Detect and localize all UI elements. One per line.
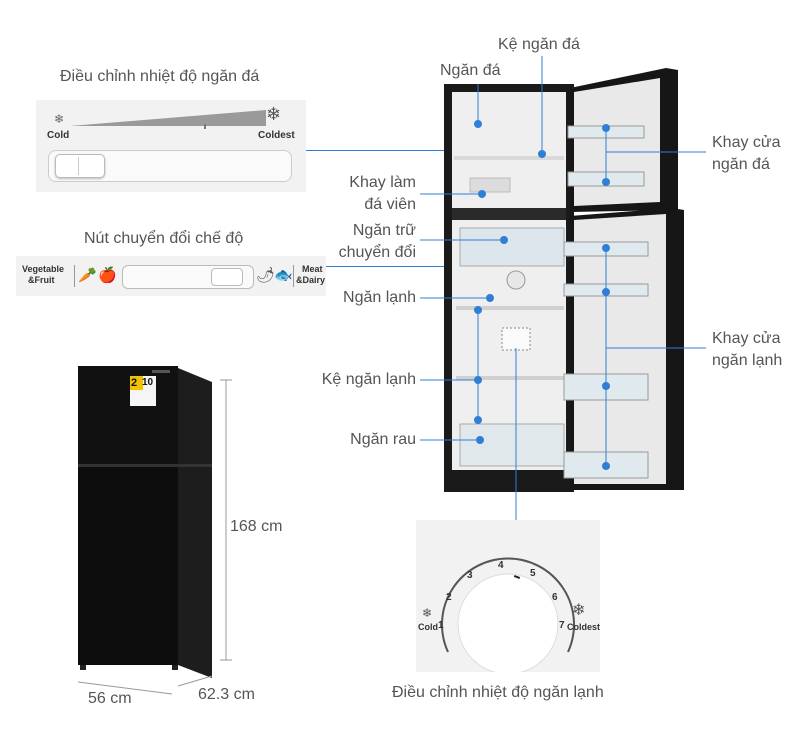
mode-switch-leader [326, 266, 480, 267]
dial-coldest-label: Coldest [567, 622, 601, 632]
energy-label-stars: 2 [131, 377, 138, 389]
freezer-control-title: Điều chỉnh nhiệt độ ngăn đá [60, 68, 260, 85]
carrot-icon: 🥕 [78, 267, 97, 284]
pepper-icon: 🌶 [256, 267, 276, 284]
meat-dairy-label: Meat &Dairy [296, 264, 326, 285]
dial-cold-label: Cold [418, 622, 438, 632]
width-dimension: 56 cm [88, 690, 132, 707]
mode-slider-track[interactable] [122, 265, 254, 289]
callout-ke-ngan-lanh: Kệ ngăn lạnh [321, 371, 416, 388]
freezer-slider-knob[interactable] [55, 154, 105, 178]
freezer-control-panel: ❄ Cold ❄ Coldest [36, 100, 306, 192]
snowflake-large-icon: ❄ [266, 104, 282, 124]
dial-num-7: 7 [559, 620, 565, 631]
vegetable-fruit-label: Vegetable &Fruit [22, 264, 65, 285]
mode-switch-title: Nút chuyển đổi chế độ [84, 230, 244, 247]
dial-snowflake-small-icon: ❄ [422, 606, 433, 620]
callout-ngan-lanh: Ngăn lạnh [343, 289, 416, 306]
apple-icon: 🍎 [98, 267, 117, 284]
freezer-coldest-label: Coldest [258, 130, 295, 141]
dial-num-3: 3 [467, 570, 473, 581]
height-dimension: 168 cm [230, 518, 283, 535]
energy-label-rating: 10 [142, 377, 154, 388]
callout-ke-ngan-da: Kệ ngăn đá [498, 36, 580, 53]
snowflake-small-icon: ❄ [54, 112, 65, 126]
dial-snowflake-large-icon: ❄ [572, 602, 586, 619]
mode-switch-panel: Vegetable &Fruit 🥕 🍎 🌶 🐟 Meat &Dairy [16, 256, 326, 296]
callout-ngan-da: Ngăn đá [440, 62, 501, 79]
dial-num-2: 2 [446, 592, 452, 603]
freezer-wedge-scale [70, 110, 266, 129]
dial-num-6: 6 [552, 592, 558, 603]
fridge-control-title: Điều chỉnh nhiệt độ ngăn lạnh [392, 684, 604, 701]
fish-icon: 🐟 [274, 267, 293, 284]
depth-dimension: 62.3 cm [198, 686, 255, 703]
open-fridge-illustration [444, 68, 684, 492]
mode-slider-knob[interactable] [211, 268, 243, 286]
freezer-control-leader [306, 150, 480, 151]
fridge-dial-panel: 1 2 3 4 5 6 7 ❄ Cold ❄ Coldest [416, 520, 600, 672]
freezer-cold-label: Cold [47, 130, 70, 141]
fridge-dial[interactable] [416, 520, 600, 672]
dial-num-1: 1 [438, 620, 444, 631]
callout-ngan-rau: Ngăn rau [350, 431, 416, 448]
dial-num-5: 5 [530, 568, 536, 579]
closed-fridge-illustration [77, 366, 232, 695]
freezer-slider-track[interactable] [48, 150, 292, 182]
dial-num-4: 4 [498, 560, 504, 571]
